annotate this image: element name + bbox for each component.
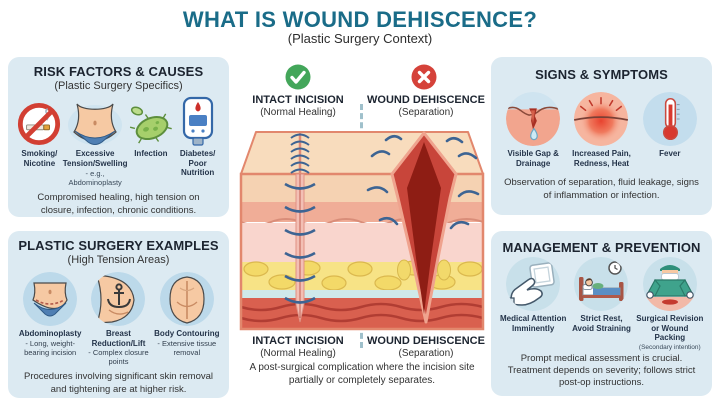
risk-item-smoking: Smoking/ Nicotine [16, 96, 63, 168]
skin-block-outline [239, 172, 485, 331]
signs-item-gap: Visible Gap & Drainage [499, 90, 567, 168]
abdomen-swelling-icon [68, 103, 123, 145]
surgery-item-breast: Breast Reduction/Lift - Complex closure … [84, 270, 152, 366]
signs-item-label: Visible Gap & Drainage [507, 149, 559, 168]
management-items: Medical Attention Imminently [499, 257, 704, 351]
surgery-item-detail: - Long, weight- bearing incision [24, 338, 77, 357]
signs-item-fever: Fever [636, 90, 704, 159]
surgery-item-abdominoplasty: Abdominoplasty - Long, weight- bearing i… [16, 270, 84, 357]
management-summary: Prompt medical assessment is crucial. Tr… [507, 352, 696, 389]
dehiscence-definition: A post-surgical complication where the i… [249, 362, 475, 386]
risk-factors-items: Smoking/ Nicotine Excessive Tension/Swel… [16, 96, 221, 187]
dehisced-wound [366, 131, 480, 324]
bed-rest-icon [574, 257, 629, 311]
inflammation-icon [574, 92, 629, 146]
skin-cross-section-illustration [239, 131, 485, 331]
intact-incision-subcaption: (Normal Healing) [260, 348, 336, 359]
surgery-examples-subtitle: (High Tension Areas) [67, 254, 170, 266]
tummy-tuck-icon [23, 272, 78, 326]
thermometer-icon [642, 92, 697, 146]
risk-factors-title: RISK FACTORS & CAUSES [33, 64, 204, 79]
risk-factors-panel: RISK FACTORS & CAUSES (Plastic Surgery S… [8, 57, 229, 217]
risk-item-label: Smoking/ Nicotine [21, 149, 58, 168]
intact-incision-caption: INTACT INCISION [252, 335, 344, 347]
anchor-incision-mark [107, 283, 132, 309]
signs-symptoms-panel: SIGNS & SYMPTOMS Visible Gap & Drainage [491, 57, 712, 215]
risk-item-diabetes: Diabetes/ Poor Nutrition [174, 96, 221, 178]
signs-item-label: Fever [659, 149, 681, 158]
risk-item-label: Excessive Tension/Swelling [62, 149, 128, 168]
cross-icon [411, 64, 437, 90]
management-title: MANAGEMENT & PREVENTION [502, 240, 701, 255]
risk-item-infection: Infection [128, 96, 175, 159]
wound-dehiscence-subheading: (Separation) [398, 107, 454, 118]
surgery-item-detail: - Extensive tissue removal [157, 338, 217, 357]
risk-item-label: Diabetes/ Poor Nutrition [179, 149, 216, 178]
management-item-label: Surgical Revision or Wound Packing [636, 314, 704, 343]
surgeon-icon [642, 257, 697, 311]
signs-symptoms-items: Visible Gap & Drainage [499, 90, 704, 168]
risk-factors-summary: Compromised healing, high tension on clo… [37, 192, 200, 216]
surgery-examples-title: PLASTIC SURGERY EXAMPLES [18, 238, 219, 253]
wound-dehiscence-heading: WOUND DEHISCENCE [367, 94, 485, 106]
management-item-label: Strict Rest, Avoid Straining [572, 314, 631, 333]
wound-dehiscence-caption: WOUND DEHISCENCE [367, 335, 485, 347]
signs-symptoms-summary: Observation of separation, fluid leakage… [504, 177, 699, 201]
broken-sutures [366, 134, 480, 230]
surgery-item-contouring: Body Contouring - Extensive tissue remov… [153, 270, 221, 357]
management-item-note: (Secondary intention) [638, 343, 701, 351]
surgery-item-name: Breast Reduction/Lift [91, 329, 146, 348]
risk-item-tension: Excessive Tension/Swelling - e.g., Abdom… [63, 96, 128, 187]
risk-item-label: Infection [134, 149, 168, 158]
management-item-label: Medical Attention Imminently [499, 314, 567, 333]
signs-item-label: Increased Pain, Redness, Heat [572, 149, 631, 168]
surgery-examples-summary: Procedures involving significant skin re… [23, 371, 214, 395]
glucometer-icon [182, 96, 213, 146]
check-icon [285, 64, 311, 90]
surgery-examples-panel: PLASTIC SURGERY EXAMPLES (High Tension A… [8, 231, 229, 398]
signs-item-pain: Increased Pain, Redness, Heat [567, 90, 635, 168]
breast-lift-icon [91, 272, 146, 326]
management-item-rest: Strict Rest, Avoid Straining [567, 257, 635, 333]
page-title: WHAT IS WOUND DEHISCENCE? [182, 7, 538, 32]
management-item-attention: Medical Attention Imminently [499, 257, 567, 333]
wound-gap-icon [506, 92, 561, 146]
body-contouring-icon [159, 272, 214, 326]
surgery-item-name: Abdominoplasty [18, 329, 82, 338]
intact-incision-sutures [284, 133, 316, 323]
surgery-item-name: Body Contouring [154, 329, 220, 338]
page-subtitle: (Plastic Surgery Context) [287, 31, 433, 46]
surgery-examples-items: Abdominoplasty - Long, weight- bearing i… [16, 270, 221, 366]
risk-item-note: - e.g., Abdominoplasty [68, 169, 122, 188]
surgery-item-detail: - Complex closure points [88, 348, 149, 367]
no-smoking-icon [18, 102, 61, 146]
management-item-revision: Surgical Revision or Wound Packing (Seco… [636, 257, 704, 351]
bacteria-icon [129, 106, 172, 144]
risk-factors-subtitle: (Plastic Surgery Specifics) [54, 80, 183, 92]
intact-incision-subheading: (Normal Healing) [260, 107, 336, 118]
wound-dehiscence-subcaption: (Separation) [398, 348, 454, 359]
gauze-hand-icon [506, 257, 561, 311]
signs-symptoms-title: SIGNS & SYMPTOMS [535, 67, 668, 82]
management-panel: MANAGEMENT & PREVENTION Medical Attentio… [491, 231, 712, 396]
intact-incision-heading: INTACT INCISION [252, 94, 344, 106]
